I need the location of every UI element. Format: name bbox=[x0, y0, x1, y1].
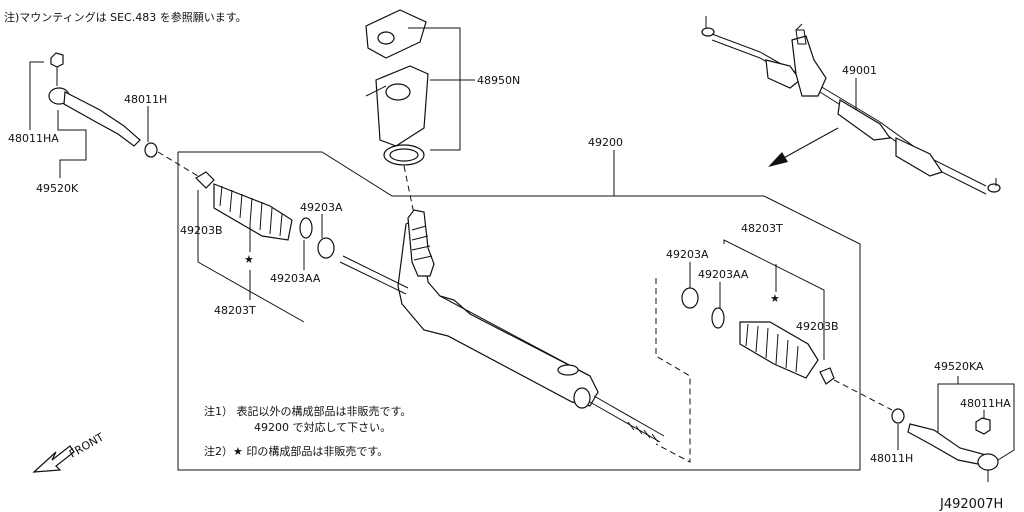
direction-arrow bbox=[768, 127, 839, 167]
leader-49520K bbox=[57, 110, 87, 178]
right-tie-rod-end bbox=[891, 408, 999, 482]
label-49203B-right: 49203B bbox=[796, 320, 839, 333]
left-axis-dash bbox=[157, 151, 199, 177]
leader-left-boot-bracket bbox=[197, 190, 305, 323]
label-49520KA: 49520KA bbox=[934, 360, 984, 373]
label-48011H-left: 48011H bbox=[124, 93, 167, 106]
mounting-note: 注)マウンティングは SEC.483 を参照願います。 bbox=[4, 10, 247, 24]
star-marker-left: ★ bbox=[244, 253, 254, 266]
star-marker-right: ★ bbox=[770, 292, 780, 305]
right-boot-group bbox=[681, 287, 835, 385]
label-49203AA-right: 49203AA bbox=[698, 268, 749, 281]
right-subgroup-outline bbox=[655, 278, 691, 463]
seal-ring bbox=[383, 144, 425, 166]
leader-49520KA bbox=[937, 376, 959, 432]
steering-gear-assembly bbox=[701, 16, 1001, 195]
label-48011HA-left: 48011HA bbox=[8, 132, 59, 145]
label-49203A-right: 49203A bbox=[666, 248, 709, 261]
label-49203A-left: 49203A bbox=[300, 201, 343, 214]
right-axis-dash bbox=[833, 379, 893, 411]
front-indicator: FRONT bbox=[32, 430, 106, 473]
note-1-line-2: 49200 で対応して下さい。 bbox=[254, 420, 391, 434]
label-49001: 49001 bbox=[842, 64, 877, 77]
steering-gear-housing bbox=[339, 209, 665, 443]
label-49520K: 49520K bbox=[36, 182, 79, 195]
leader-49520KA-right bbox=[958, 383, 1015, 461]
mounting-insulator bbox=[365, 9, 427, 59]
note-2: 注2）★ 印の構成部品は非販売です。 bbox=[204, 444, 388, 458]
assembly-frame bbox=[177, 151, 861, 471]
pinion-axis-dash bbox=[403, 165, 415, 215]
leader-48950N-bracket bbox=[408, 27, 461, 151]
label-48203T-left: 48203T bbox=[214, 304, 256, 317]
label-48011HA-right: 48011HA bbox=[960, 397, 1011, 410]
label-48203T-right: 48203T bbox=[741, 222, 783, 235]
note-1-line-1: 注1） 表記以外の構成部品は非販売です。 bbox=[204, 404, 411, 418]
diagram-code: J492007H bbox=[939, 497, 1003, 512]
label-48950N: 48950N bbox=[477, 74, 520, 87]
front-label: FRONT bbox=[67, 430, 106, 460]
leader-48011HA-left bbox=[29, 61, 44, 130]
label-49203B-left: 49203B bbox=[180, 224, 223, 237]
label-49203AA-left: 49203AA bbox=[270, 272, 321, 285]
left-boot-group bbox=[195, 171, 335, 259]
column-hole-cover bbox=[365, 65, 429, 147]
leader-48203T-right bbox=[723, 239, 825, 360]
label-49200: 49200 bbox=[588, 136, 623, 149]
left-tie-rod-end bbox=[48, 52, 158, 158]
label-48011H-right: 48011H bbox=[870, 452, 913, 465]
